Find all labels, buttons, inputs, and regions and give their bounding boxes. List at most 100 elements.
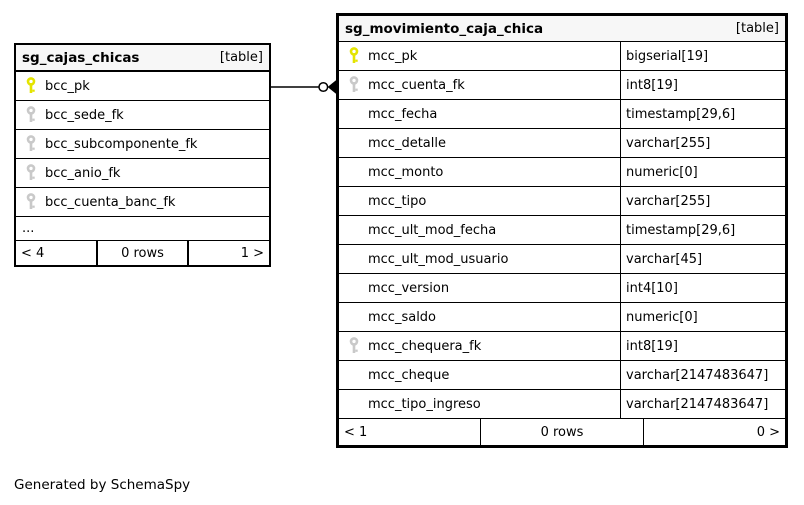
foreign-key-icon — [26, 135, 35, 151]
foreign-key-icon — [26, 164, 35, 180]
column-name: mcc_cheque — [368, 367, 450, 383]
column-name: mcc_tipo_ingreso — [368, 396, 481, 412]
column-row: bcc_anio_fk — [16, 159, 269, 188]
column-type: numeric[0] — [620, 158, 785, 186]
column-row: mcc_monto numeric[0] — [339, 158, 785, 187]
column-name: bcc_subcomponente_fk — [45, 136, 198, 152]
column-name-cell: mcc_fecha — [339, 100, 620, 128]
table-type-badge: [table] — [219, 50, 263, 65]
column-row: mcc_version int4[10] — [339, 274, 785, 303]
column-name-cell: mcc_ult_mod_fecha — [339, 216, 620, 244]
column-type: int8[19] — [620, 332, 785, 360]
column-type: varchar[255] — [620, 129, 785, 157]
table-header-sg-cajas-chicas[interactable]: sg_cajas_chicas [table] — [16, 45, 269, 72]
primary-key-icon — [349, 47, 358, 63]
column-row: mcc_tipo varchar[255] — [339, 187, 785, 216]
column-row: mcc_cuenta_fk int8[19] — [339, 71, 785, 100]
parent-count: 1 > — [240, 245, 264, 261]
children-count: < 1 — [344, 424, 368, 440]
column-name: mcc_tipo — [368, 193, 427, 209]
row-count: 0 rows — [479, 419, 645, 445]
primary-key-icon — [26, 77, 35, 93]
column-type: varchar[255] — [620, 187, 785, 215]
column-name: bcc_anio_fk — [45, 165, 121, 181]
column-row: mcc_fecha timestamp[29,6] — [339, 100, 785, 129]
column-type: timestamp[29,6] — [620, 100, 785, 128]
column-row: mcc_saldo numeric[0] — [339, 303, 785, 332]
column-name-cell: bcc_subcomponente_fk — [16, 130, 269, 158]
key-icon-slot — [347, 47, 360, 65]
column-name-cell: mcc_pk — [339, 42, 620, 70]
column-row: ... — [16, 217, 269, 241]
children-count: < 4 — [21, 245, 45, 261]
row-count: 0 rows — [95, 241, 190, 265]
more-columns-ellipsis: ... — [22, 221, 35, 236]
column-name: mcc_chequera_fk — [368, 338, 482, 354]
column-name: mcc_ult_mod_fecha — [368, 222, 497, 238]
column-type: numeric[0] — [620, 303, 785, 331]
column-name-cell: mcc_saldo — [339, 303, 620, 331]
column-type: varchar[45] — [620, 245, 785, 273]
column-row: mcc_pk bigserial[19] — [339, 42, 785, 71]
column-name-cell: mcc_cheque — [339, 361, 620, 389]
column-name-cell: mcc_version — [339, 274, 620, 302]
key-icon-slot — [347, 76, 360, 94]
table-header-sg-movimiento-caja-chica[interactable]: sg_movimiento_caja_chica [table] — [339, 16, 785, 42]
column-row: mcc_ult_mod_usuario varchar[45] — [339, 245, 785, 274]
column-list: mcc_pk bigserial[19] mcc_cuenta_fk int8[19]… — [339, 42, 785, 419]
table-title[interactable]: sg_movimiento_caja_chica — [345, 20, 544, 37]
column-type: varchar[2147483647] — [620, 361, 785, 389]
table-footer: < 4 0 rows 1 > — [16, 241, 269, 265]
column-row: mcc_cheque varchar[2147483647] — [339, 361, 785, 390]
foreign-key-icon — [26, 106, 35, 122]
column-type: bigserial[19] — [620, 42, 785, 70]
column-name: mcc_fecha — [368, 106, 438, 122]
column-row: bcc_subcomponente_fk — [16, 130, 269, 159]
column-name: mcc_saldo — [368, 309, 437, 325]
column-row: bcc_cuenta_banc_fk — [16, 188, 269, 217]
column-name-cell: mcc_chequera_fk — [339, 332, 620, 360]
column-type: int4[10] — [620, 274, 785, 302]
foreign-key-icon — [349, 337, 358, 353]
column-name-cell: mcc_tipo_ingreso — [339, 390, 620, 418]
column-name-cell: bcc_anio_fk — [16, 159, 269, 187]
column-name-cell: mcc_ult_mod_usuario — [339, 245, 620, 273]
column-name-cell: bcc_sede_fk — [16, 101, 269, 129]
key-icon-slot — [24, 106, 37, 124]
column-name: mcc_version — [368, 280, 450, 296]
column-name-cell: bcc_cuenta_banc_fk — [16, 188, 269, 216]
column-row: bcc_sede_fk — [16, 101, 269, 130]
column-name-cell: mcc_tipo — [339, 187, 620, 215]
foreign-key-icon — [26, 193, 35, 209]
key-icon-slot — [24, 164, 37, 182]
column-name: mcc_pk — [368, 48, 418, 64]
cardinality-circle-icon — [318, 81, 329, 93]
column-name-cell: bcc_pk — [16, 72, 269, 100]
parent-count: 0 > — [756, 424, 780, 440]
column-name: bcc_sede_fk — [45, 107, 124, 123]
column-name-cell: mcc_cuenta_fk — [339, 71, 620, 99]
column-type: timestamp[29,6] — [620, 216, 785, 244]
relationship-connector — [271, 80, 336, 94]
column-name: bcc_pk — [45, 78, 90, 94]
generator-credit: Generated by SchemaSpy — [14, 477, 191, 493]
table-sg-movimiento-caja-chica: sg_movimiento_caja_chica [table] mcc_pk b… — [336, 13, 788, 448]
column-name: mcc_ult_mod_usuario — [368, 251, 509, 267]
column-row: bcc_pk — [16, 72, 269, 101]
column-type: int8[19] — [620, 71, 785, 99]
foreign-key-icon — [349, 76, 358, 92]
column-name: mcc_cuenta_fk — [368, 77, 465, 93]
table-sg-cajas-chicas: sg_cajas_chicas [table] bcc_pk bcc_sede_f… — [14, 43, 271, 267]
key-icon-slot — [24, 135, 37, 153]
column-row: mcc_chequera_fk int8[19] — [339, 332, 785, 361]
key-icon-slot — [24, 77, 37, 95]
column-name: mcc_monto — [368, 164, 444, 180]
column-name-cell: mcc_detalle — [339, 129, 620, 157]
table-footer: < 1 0 rows 0 > — [339, 419, 785, 445]
table-title[interactable]: sg_cajas_chicas — [22, 49, 140, 66]
column-name: bcc_cuenta_banc_fk — [45, 194, 176, 210]
column-row: mcc_ult_mod_fecha timestamp[29,6] — [339, 216, 785, 245]
